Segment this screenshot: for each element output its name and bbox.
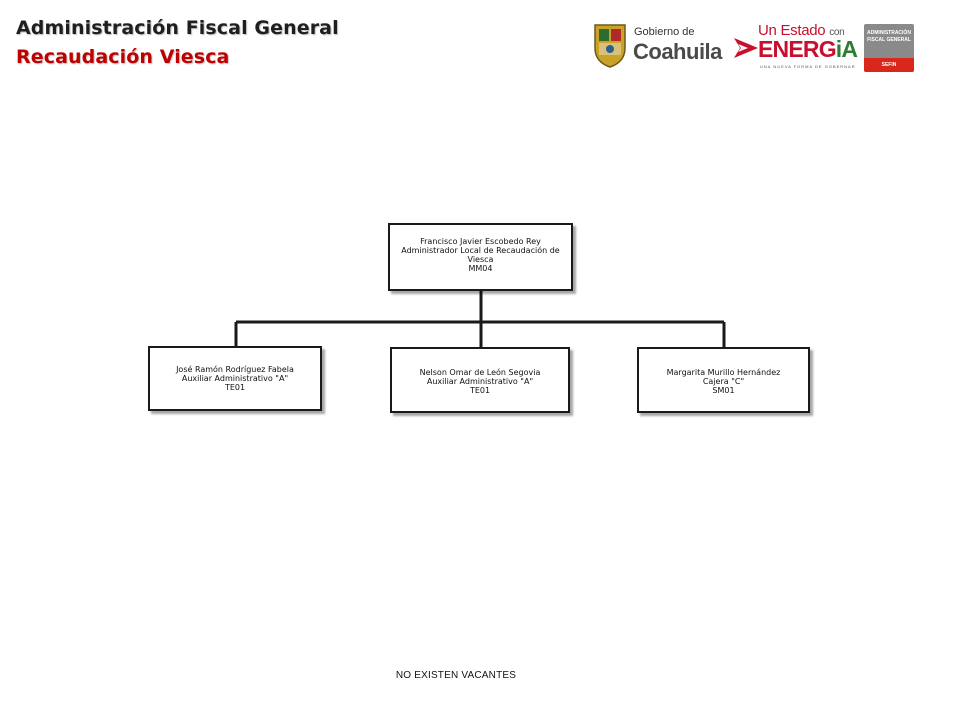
afg-logo-box: ADMINISTRACIÓN FISCAL GENERAL SEFIN [864, 24, 914, 72]
org-node-position: Administrador Local de Recaudación de [401, 246, 560, 255]
org-node-code: TE01 [224, 383, 246, 392]
org-node-code: MM04 [468, 264, 493, 273]
org-node-name: Francisco Javier Escobedo Rey [420, 237, 541, 246]
org-node-code: TE01 [469, 386, 491, 395]
energia-arrow-icon [734, 38, 758, 58]
org-node-position: Cajera "C" [702, 377, 745, 386]
org-node-position: Auxiliar Administrativo "A" [426, 377, 534, 386]
org-node-child: Nelson Omar de León Segovia Auxiliar Adm… [390, 347, 570, 413]
afg-logo-text: ADMINISTRACIÓN FISCAL GENERAL [867, 30, 911, 43]
coahuila-logo-big-text: Coahuila [633, 39, 722, 64]
org-node-name: Margarita Murillo Hernández [666, 368, 781, 377]
coahuila-shield-icon [594, 24, 626, 68]
energia-logo-top-text: Un Estado con [758, 22, 845, 39]
afg-logo-foot: SEFIN [864, 58, 914, 72]
coahuila-logo-small-text: Gobierno de [634, 26, 695, 38]
org-node-name: José Ramón Rodríguez Fabela [176, 365, 294, 374]
energia-logo-tagline: UNA NUEVA FORMA DE GOBERNAR [760, 64, 856, 69]
page-title: Administración Fiscal General [16, 17, 339, 39]
page-subtitle: Recaudación Viesca [16, 46, 230, 68]
org-node-child: Margarita Murillo Hernández Cajera "C" S… [637, 347, 810, 413]
vacancies-note: NO EXISTEN VACANTES [395, 670, 517, 681]
org-node-position: Auxiliar Administrativo "A" [181, 374, 289, 383]
afg-logo: ADMINISTRACIÓN FISCAL GENERAL SEFIN [864, 20, 914, 72]
energia-logo: Un Estado con ENERGiA UNA NUEVA FORMA DE… [732, 20, 858, 72]
energia-logo-big-text: ENERGiA [758, 36, 858, 62]
coahuila-logo: Gobierno de Coahuila [592, 20, 722, 72]
org-node-name: Nelson Omar de León Segovia [419, 368, 541, 377]
org-node-child: José Ramón Rodríguez Fabela Auxiliar Adm… [148, 346, 322, 411]
org-node-root: Francisco Javier Escobedo Rey Administra… [388, 223, 573, 291]
org-node-position-cont: Viesca [467, 255, 494, 264]
org-node-code: SM01 [712, 386, 735, 395]
